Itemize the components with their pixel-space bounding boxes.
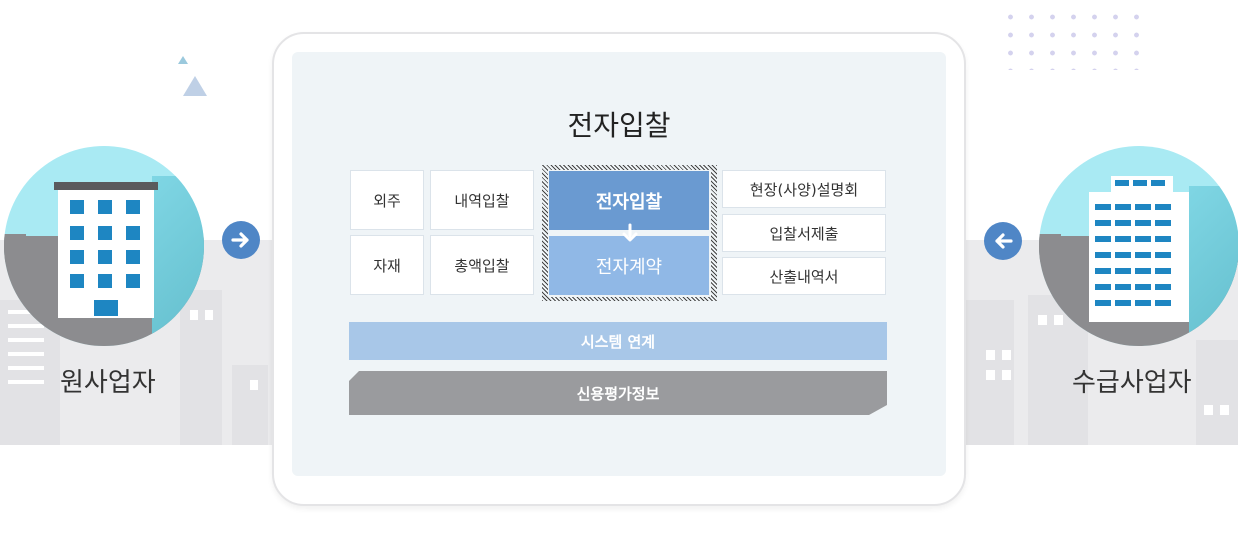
decorative-triangle-small — [178, 56, 188, 64]
center-step-bidding: 전자입찰 — [549, 171, 709, 230]
decorative-triangle — [183, 76, 207, 96]
right-item-briefing: 현장(사양)설명회 — [722, 170, 886, 208]
left-actor-label: 원사업자 — [60, 368, 156, 398]
category-cell-outsourcing: 외주 — [350, 170, 424, 230]
right-item-cost-breakdown: 산출내역서 — [722, 257, 886, 295]
credit-info-bar: 신용평가정보 — [349, 371, 887, 415]
system-link-bar: 시스템 연계 — [349, 322, 887, 360]
arrow-right-icon — [222, 221, 260, 259]
arrow-down-icon — [622, 223, 638, 242]
right-item-bid-submission: 입찰서제출 — [722, 214, 886, 252]
right-actor-illustration — [1039, 146, 1238, 346]
arrow-left-icon — [984, 222, 1022, 260]
left-actor-illustration — [4, 146, 204, 346]
center-step-contract: 전자계약 — [549, 236, 709, 295]
bid-type-cell-itemized: 내역입찰 — [430, 170, 534, 230]
decorative-dots — [1000, 8, 1140, 70]
bid-type-cell-lumpsum: 총액입찰 — [430, 235, 534, 295]
diagram-title: 전자입찰 — [567, 109, 671, 142]
category-cell-materials: 자재 — [350, 235, 424, 295]
right-actor-label: 수급사업자 — [1072, 368, 1192, 398]
